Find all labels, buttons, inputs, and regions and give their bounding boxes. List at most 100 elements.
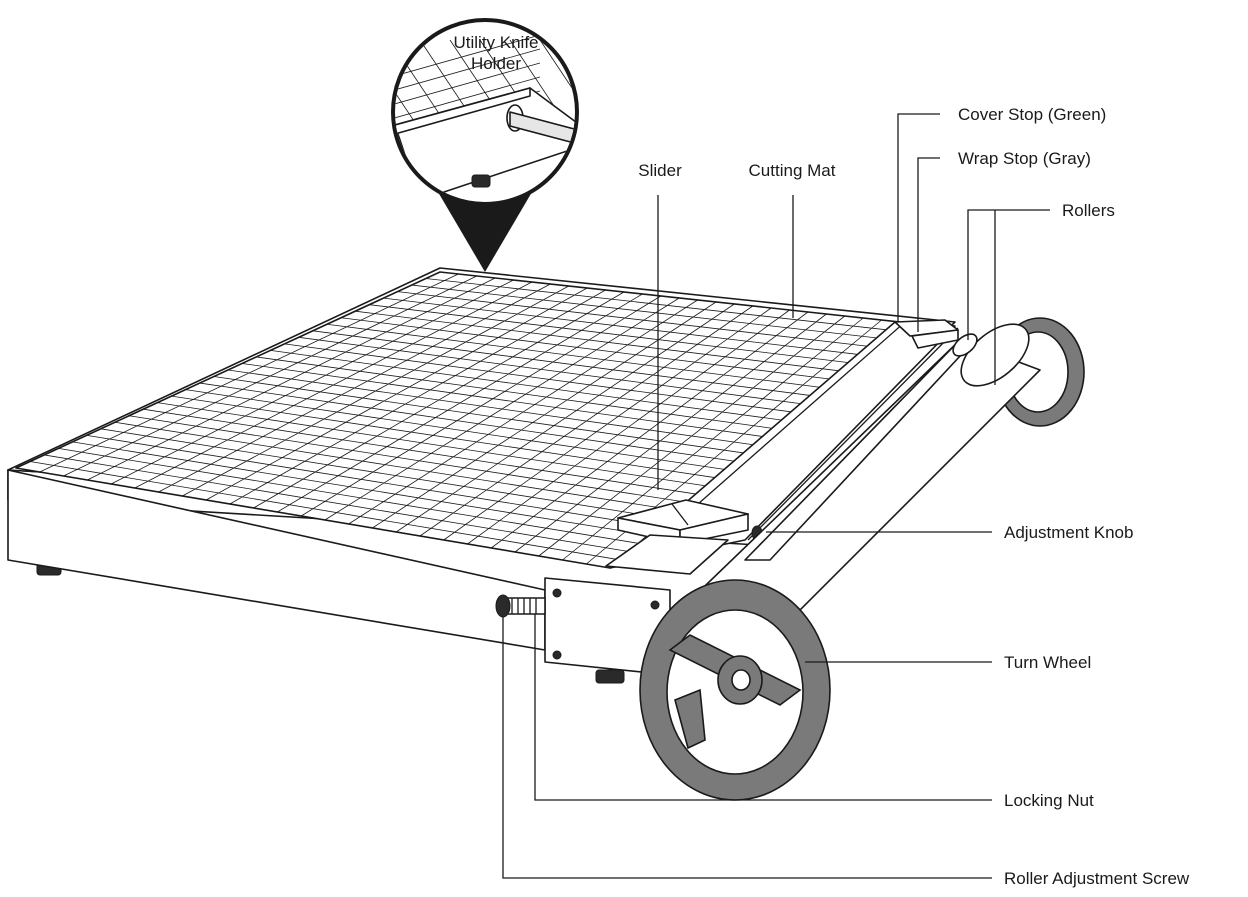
- labels: Utility Knife Holder Slider Cutting Mat …: [453, 33, 1189, 888]
- leader-rollers-a: [967, 209, 1050, 340]
- mat-grid-line: [348, 299, 698, 525]
- callout-grid-line: [270, 40, 330, 130]
- mat-grid-line: [157, 402, 707, 487]
- callout-foot: [471, 174, 491, 188]
- callout-grid-line: [539, 39, 575, 131]
- mat-grid-line: [372, 301, 717, 529]
- turn-wheel-spoke-lower: [674, 688, 706, 750]
- mat-grid-line: [44, 454, 630, 552]
- slider-grip-mark: [671, 503, 689, 526]
- leader-wrap-stop: [917, 157, 940, 332]
- mat-grid-line: [213, 376, 746, 454]
- callout-pointer: [438, 192, 532, 272]
- mat-grid-line: [383, 297, 862, 356]
- mat-grid-line: [143, 408, 698, 495]
- mat-grid-line: [312, 330, 814, 397]
- mat-grid-line: [395, 303, 735, 533]
- mat-grid-line: [369, 304, 852, 364]
- mat-grid-line: [467, 309, 790, 545]
- mat-grid-line: [114, 421, 678, 511]
- callout-grid-line: [395, 48, 541, 95]
- callout-holder-top-edge: [395, 87, 531, 135]
- label-adjustment-knob: Adjustment Knob: [1004, 523, 1133, 542]
- leader-roller-adjustment-screw: [502, 617, 992, 879]
- mat-grid-line: [100, 428, 669, 520]
- callout-grid-line: [210, 40, 270, 130]
- callout-grid-line: [395, 34, 541, 81]
- callout-grid-line: [330, 40, 390, 130]
- mat-grid-line: [39, 273, 459, 473]
- mat-grid-line: [158, 283, 551, 493]
- mat-grid-line: [242, 363, 765, 438]
- mat-grid-line: [129, 415, 688, 503]
- leader-locking-nut: [534, 614, 992, 801]
- mat-grid-line: [490, 311, 809, 549]
- mat-grid-line: [341, 317, 833, 380]
- mat-grid-line: [277, 293, 643, 513]
- mat-grid-line: [284, 343, 794, 413]
- callout-grid-line: [300, 40, 360, 130]
- callout-grid-line: [569, 39, 575, 131]
- label-cutting-mat: Cutting Mat: [749, 161, 836, 180]
- roller-back-tube-end: [952, 333, 978, 357]
- label-rollers: Rollers: [1062, 201, 1115, 220]
- mat-grid-line: [419, 305, 754, 537]
- mat-grid-line: [270, 350, 785, 421]
- mat-grid-line: [562, 317, 864, 561]
- slider-base-plate: [605, 534, 729, 575]
- callout-grid-line: [180, 40, 240, 130]
- mat-grid-line: [72, 441, 649, 536]
- mat-grid-line: [298, 336, 804, 405]
- mat-grid-line: [397, 291, 872, 347]
- plate-screw-3: [552, 650, 562, 660]
- mat-grid-line: [171, 395, 717, 479]
- label-slider: Slider: [638, 161, 682, 180]
- label-utility-knife-holder-line2: Holder: [471, 54, 521, 73]
- label-wrap-stop: Wrap Stop (Gray): [958, 149, 1091, 168]
- callout-knife-pin: [509, 111, 575, 145]
- mat-grid-line: [326, 323, 823, 388]
- rail-edge-line-2: [747, 327, 959, 541]
- leader-lines: [502, 113, 1050, 879]
- callout-grid-line: [395, 62, 541, 109]
- plate-screw-1: [552, 588, 562, 598]
- cutting-mat-grid: [15, 271, 901, 569]
- locking-nut[interactable]: [495, 594, 511, 618]
- mat-grid-line: [443, 307, 772, 541]
- plate-screw-2: [650, 600, 660, 610]
- mat-grid-line: [110, 279, 514, 485]
- mat-grid-line: [182, 285, 569, 497]
- mat-grid-line: [58, 448, 640, 544]
- mat-grid-line: [87, 277, 496, 481]
- label-turn-wheel: Turn Wheel: [1004, 653, 1091, 672]
- label-locking-nut: Locking Nut: [1004, 791, 1094, 810]
- mat-grid-line: [514, 313, 827, 553]
- mat-grid-line: [63, 275, 477, 477]
- mat-grid-line: [30, 461, 620, 561]
- mat-grid-line: [538, 315, 846, 557]
- knife-holder-callout: [180, 18, 579, 272]
- mat-grid-line: [256, 356, 775, 429]
- mat-grid-line: [355, 310, 843, 372]
- slider[interactable]: [605, 499, 749, 575]
- base-foot-right: [595, 669, 625, 684]
- callout-grid-line: [395, 76, 541, 123]
- mat-grid-line: [199, 382, 736, 462]
- mat-grid-line: [185, 389, 727, 470]
- mat-grid-line: [134, 281, 533, 489]
- roller-adjustment-screw[interactable]: [495, 594, 546, 618]
- mat-grid-line: [324, 297, 680, 521]
- mat-grid-line: [253, 291, 625, 509]
- label-cover-stop: Cover Stop (Green): [958, 105, 1106, 124]
- mat-grid-line: [86, 434, 659, 528]
- rollers: [679, 317, 1085, 641]
- mat-grid-line: [205, 287, 588, 501]
- turn-wheel[interactable]: [639, 579, 831, 801]
- turn-wheel-hub-hole: [731, 669, 751, 691]
- mat-grid-line: [300, 295, 662, 517]
- callout-grid-line: [395, 39, 421, 131]
- mat-grid-line: [227, 369, 756, 446]
- label-utility-knife-holder-line1: Utility Knife: [453, 33, 538, 52]
